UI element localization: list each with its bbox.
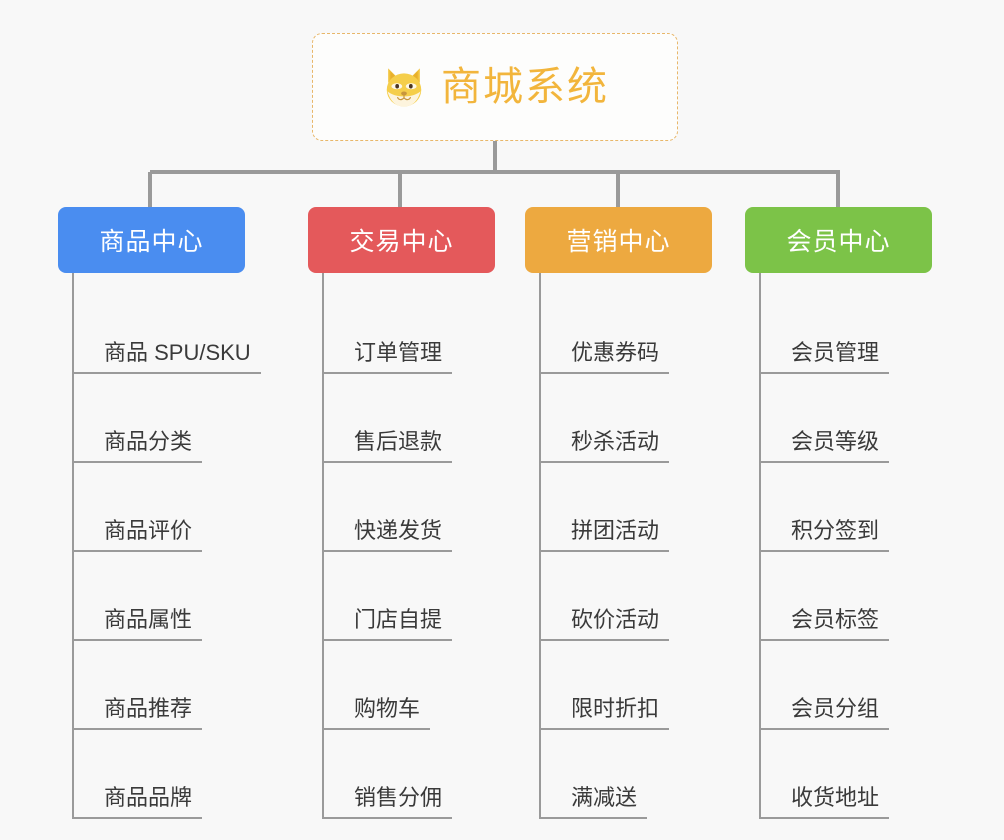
root-title: 商城系统 — [441, 65, 609, 109]
leaf-label: 拼团活动 — [541, 518, 670, 552]
leaf-label: 积分签到 — [761, 518, 890, 552]
leaf-item[interactable]: 砍价活动 — [541, 552, 735, 641]
category-box-1[interactable]: 交易中心 — [308, 207, 495, 273]
leaf-item[interactable]: 购物车 — [324, 641, 526, 730]
leaf-item[interactable]: 商品品牌 — [74, 730, 288, 819]
category-box-2[interactable]: 营销中心 — [525, 207, 712, 273]
leaf-item[interactable]: 拼团活动 — [541, 463, 735, 552]
leaf-label: 门店自提 — [324, 607, 453, 641]
leaf-label: 限时折扣 — [541, 696, 670, 730]
leaf-label: 砍价活动 — [541, 607, 670, 641]
leaf-item[interactable]: 商品评价 — [74, 463, 288, 552]
leaf-label: 收货地址 — [761, 785, 890, 819]
leaf-label: 秒杀活动 — [541, 429, 670, 463]
leaf-label: 购物车 — [324, 696, 431, 730]
leaf-list-2: 优惠券码 秒杀活动 拼团活动 砍价活动 限时折扣 满减送 — [539, 273, 735, 819]
leaf-list-0: 商品 SPU/SKU 商品分类 商品评价 商品属性 商品推荐 商品品牌 — [72, 273, 288, 819]
leaf-label: 会员标签 — [761, 607, 890, 641]
leaf-item[interactable]: 门店自提 — [324, 552, 526, 641]
shiba-dog-emoji-icon — [386, 68, 422, 107]
branch-column-商品中心: 商品中心 商品 SPU/SKU 商品分类 商品评价 商品属性 商品推荐 商品品牌 — [58, 207, 288, 819]
leaf-list-3: 会员管理 会员等级 积分签到 会员标签 会员分组 收货地址 — [759, 273, 960, 819]
leaf-list-1: 订单管理 售后退款 快递发货 门店自提 购物车 销售分佣 — [322, 273, 526, 819]
leaf-label: 商品评价 — [74, 518, 203, 552]
leaf-label: 快递发货 — [324, 518, 453, 552]
branch-column-会员中心: 会员中心 会员管理 会员等级 积分签到 会员标签 会员分组 收货地址 — [745, 207, 960, 819]
leaf-item[interactable]: 限时折扣 — [541, 641, 735, 730]
leaf-label: 订单管理 — [324, 340, 453, 374]
leaf-item[interactable]: 商品分类 — [74, 374, 288, 463]
leaf-label: 会员分组 — [761, 696, 890, 730]
leaf-label: 销售分佣 — [324, 785, 453, 819]
leaf-label: 售后退款 — [324, 429, 453, 463]
leaf-item[interactable]: 商品推荐 — [74, 641, 288, 730]
leaf-item[interactable]: 订单管理 — [324, 285, 526, 374]
leaf-label: 会员等级 — [761, 429, 890, 463]
leaf-item[interactable]: 会员标签 — [761, 552, 960, 641]
leaf-label: 商品品牌 — [74, 785, 203, 819]
leaf-item[interactable]: 商品属性 — [74, 552, 288, 641]
leaf-label: 商品属性 — [74, 607, 203, 641]
leaf-item[interactable]: 满减送 — [541, 730, 735, 819]
leaf-item[interactable]: 会员管理 — [761, 285, 960, 374]
category-box-0[interactable]: 商品中心 — [58, 207, 245, 273]
leaf-item[interactable]: 商品 SPU/SKU — [74, 285, 288, 374]
leaf-label: 满减送 — [541, 785, 648, 819]
leaf-label: 商品分类 — [74, 429, 203, 463]
branch-column-交易中心: 交易中心 订单管理 售后退款 快递发货 门店自提 购物车 销售分佣 — [308, 207, 526, 819]
leaf-label: 会员管理 — [761, 340, 890, 374]
leaf-item[interactable]: 售后退款 — [324, 374, 526, 463]
leaf-label: 商品 SPU/SKU — [74, 340, 261, 374]
leaf-item[interactable]: 会员等级 — [761, 374, 960, 463]
leaf-label: 商品推荐 — [74, 696, 203, 730]
leaf-label: 优惠券码 — [541, 340, 670, 374]
category-box-3[interactable]: 会员中心 — [745, 207, 932, 273]
leaf-item[interactable]: 积分签到 — [761, 463, 960, 552]
leaf-item[interactable]: 优惠券码 — [541, 285, 735, 374]
leaf-item[interactable]: 快递发货 — [324, 463, 526, 552]
leaf-item[interactable]: 会员分组 — [761, 641, 960, 730]
root-node[interactable]: 商城系统 — [312, 33, 678, 141]
leaf-item[interactable]: 销售分佣 — [324, 730, 526, 819]
branch-column-营销中心: 营销中心 优惠券码 秒杀活动 拼团活动 砍价活动 限时折扣 满减送 — [525, 207, 735, 819]
leaf-item[interactable]: 收货地址 — [761, 730, 960, 819]
leaf-item[interactable]: 秒杀活动 — [541, 374, 735, 463]
